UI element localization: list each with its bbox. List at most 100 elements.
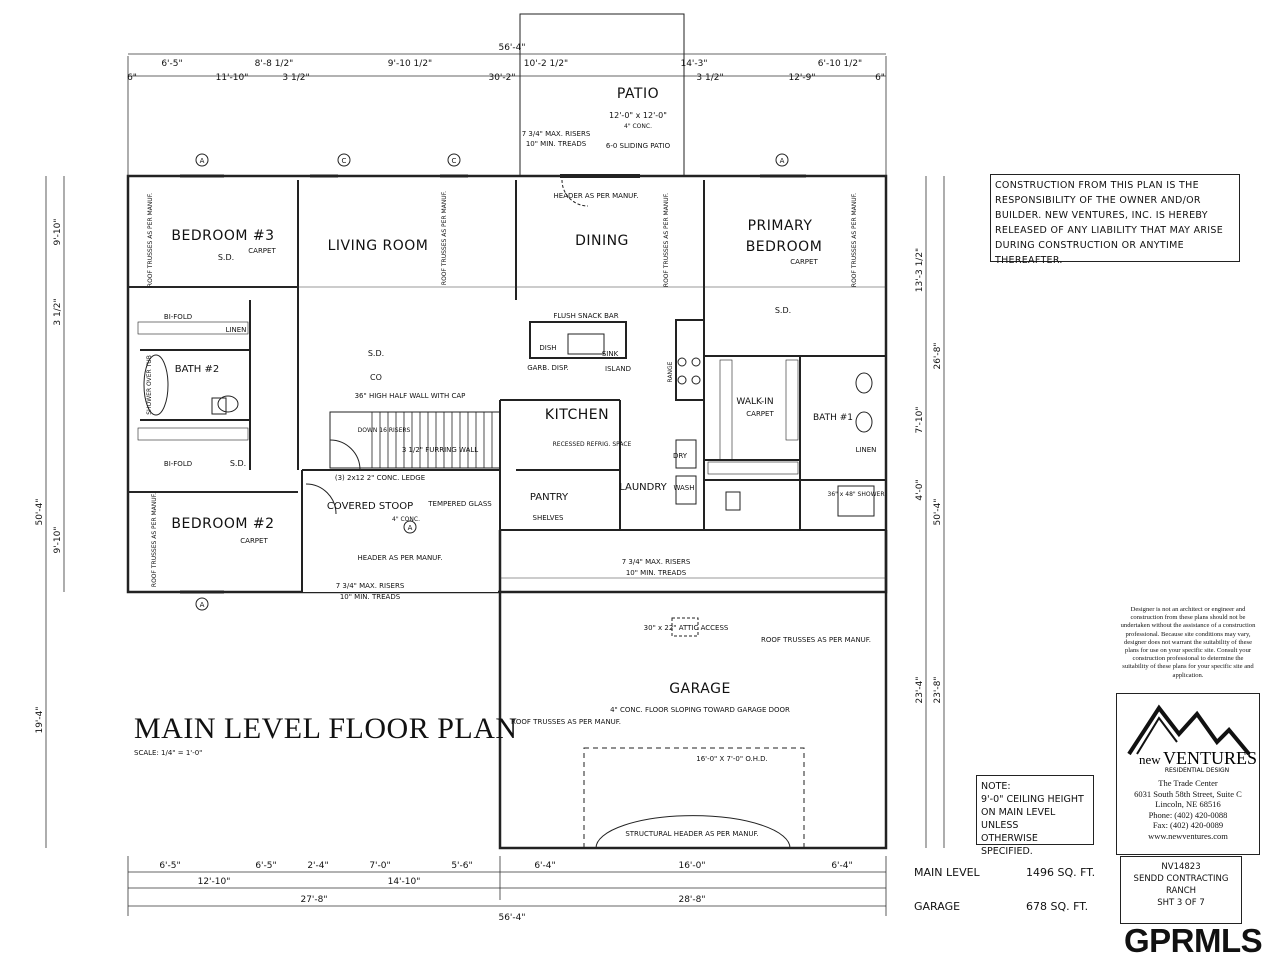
wash-label: WASH bbox=[673, 484, 694, 492]
note-line: OTHERWISE SPECIFIED. bbox=[981, 833, 1038, 857]
dim-bottom2: 14'-10" bbox=[388, 877, 421, 887]
sheet-number: SHT 3 OF 7 bbox=[1157, 898, 1205, 908]
garage-area-value: 678 SQ. FT. bbox=[1026, 900, 1089, 913]
window-tags bbox=[195, 153, 789, 611]
stoop-risers: 7 3/4" MAX. RISERS bbox=[336, 582, 405, 590]
dim-top2: 3 1/2" bbox=[696, 73, 723, 83]
sd-bed2: S.D. bbox=[230, 459, 246, 468]
svg-text:C: C bbox=[452, 157, 457, 165]
dim-bottom: 7'-0" bbox=[369, 861, 390, 871]
closet-rods bbox=[137, 321, 799, 475]
disclaimer-line: RELEASED OF ANY LIABILITY THAT MAY ARISE bbox=[995, 225, 1224, 236]
company-website: www.newventures.com bbox=[1148, 830, 1228, 841]
stoop-label: COVERED STOOP bbox=[327, 501, 413, 512]
truss-label-living: ROOF TRUSSES AS PER MANUF. bbox=[441, 191, 448, 285]
disclaimer-line: CONSTRUCTION FROM THIS PLAN IS THE bbox=[995, 180, 1199, 191]
dim-bottom: 6'-5" bbox=[159, 861, 180, 871]
ledge-label: (3) 2x12 2" CONC. LEDGE bbox=[335, 474, 425, 482]
dry-label: DRY bbox=[673, 452, 688, 460]
primary-label: PRIMARY bbox=[748, 218, 813, 234]
dim-top: 6'-10 1/2" bbox=[818, 59, 862, 69]
plan-scale: SCALE: 1/4" = 1'-0" bbox=[134, 749, 203, 757]
carpet-label-bed2: CARPET bbox=[240, 537, 268, 545]
patio-risers: 7 3/4" MAX. RISERS bbox=[522, 130, 591, 138]
logo-ventures: VENTURES bbox=[1163, 748, 1257, 768]
stoop-header-label: HEADER AS PER MANUF. bbox=[358, 554, 443, 562]
sheet-info: NV14823 SENDD CONTRACTING RANCH SHT 3 OF… bbox=[1120, 856, 1242, 924]
carpet-label-walkin: CARPET bbox=[746, 410, 774, 418]
svg-text:A: A bbox=[200, 601, 205, 609]
truss-label-bed3: ROOF TRUSSES AS PER MANUF. bbox=[147, 193, 154, 287]
dim-bottom3: 27'-8" bbox=[300, 895, 327, 905]
sd-bed3: S.D. bbox=[218, 253, 234, 262]
island-label: ISLAND bbox=[605, 365, 631, 373]
dim-top: 14'-3" bbox=[680, 59, 707, 69]
refrig-label: RECESSED REFRIG. SPACE bbox=[553, 441, 632, 448]
shelves-label: SHELVES bbox=[533, 514, 564, 522]
company-address: The Trade Center bbox=[1158, 778, 1218, 788]
garage-door-swing bbox=[583, 747, 805, 849]
disclaimer-line: BUILDER. NEW VENTURES, INC. IS HEREBY bbox=[995, 210, 1208, 221]
dim-left: 9'-10" bbox=[53, 526, 63, 553]
ohd-label: 16'-0" X 7'-0" O.H.D. bbox=[696, 755, 768, 763]
sliding-patio-label: 6-0 SLIDING PATIO bbox=[606, 142, 671, 150]
bedroom2-label: BEDROOM #2 bbox=[171, 516, 274, 532]
plan-title: MAIN LEVEL FLOOR PLAN bbox=[134, 712, 518, 745]
dim-bottom: 2'-4" bbox=[307, 861, 328, 871]
designer-disclaimer: Designer is not an architect or engineer… bbox=[1116, 604, 1260, 692]
dim-top2: 11'-10" bbox=[216, 73, 249, 83]
living-room-label: LIVING ROOM bbox=[328, 238, 429, 254]
note-line: NOTE: bbox=[981, 781, 1011, 792]
dim-bottom: 6'-4" bbox=[831, 861, 852, 871]
patio-header-label: HEADER AS PER MANUF. bbox=[554, 192, 639, 200]
patio-label: PATIO bbox=[617, 86, 659, 102]
tempered-label: TEMPERED GLASS bbox=[427, 500, 492, 508]
mountain-logo-icon: new VENTURES RESIDENTIAL DESIGN bbox=[1127, 704, 1257, 774]
dim-left: 3 1/2" bbox=[53, 298, 63, 325]
svg-text:A: A bbox=[780, 157, 785, 165]
main-level-area-value: 1496 SQ. FT. bbox=[1026, 866, 1096, 879]
gprmls-watermark: GPRMLS bbox=[1124, 922, 1263, 959]
dim-top2: 30'-2" bbox=[488, 73, 515, 83]
dim-top2: 12'-9" bbox=[788, 73, 815, 83]
dim-right: 13'-3 1/2" bbox=[915, 248, 925, 292]
carpet-label-primary: CARPET bbox=[790, 258, 818, 266]
sd-living: S.D. bbox=[368, 349, 384, 358]
overall-top-dim: 56'-4" bbox=[498, 43, 525, 53]
garage-floor-label: 4" CONC. FLOOR SLOPING TOWARD GARAGE DOO… bbox=[610, 706, 790, 714]
dish-label: DISH bbox=[539, 344, 556, 352]
shower-label: 36" x 48" SHOWER bbox=[828, 491, 885, 498]
house-exterior-wall bbox=[126, 174, 888, 594]
co-label: CO bbox=[370, 373, 382, 382]
carpet-label-bed3: CARPET bbox=[248, 247, 276, 255]
patio-conc: 4" CONC. bbox=[624, 123, 652, 130]
garage-risers: 7 3/4" MAX. RISERS bbox=[622, 558, 691, 566]
garage-label: GARAGE bbox=[669, 681, 731, 697]
kitchen-label: KITCHEN bbox=[545, 407, 609, 423]
dim-right: 4'-0" bbox=[915, 479, 925, 500]
half-wall-label: 36" HIGH HALF WALL WITH CAP bbox=[355, 392, 466, 400]
bath1-label: BATH #1 bbox=[813, 413, 853, 423]
main-level-area-label: MAIN LEVEL bbox=[914, 866, 980, 879]
dim-bottom: 16'-0" bbox=[678, 861, 705, 871]
sheet-client: SENDD CONTRACTING bbox=[1133, 874, 1229, 884]
dim-top2: 6" bbox=[127, 73, 137, 83]
primary-bedroom-label: BEDROOM bbox=[746, 239, 823, 255]
patio-outline bbox=[519, 13, 685, 177]
truss-label-bed2: ROOF TRUSSES AS PER MANUF. bbox=[151, 493, 158, 587]
sink-label: SINK bbox=[602, 350, 619, 358]
dim-top: 6'-5" bbox=[161, 59, 182, 69]
furring-label: 3 1/2" FURRING WALL bbox=[402, 446, 478, 454]
sd-primary: S.D. bbox=[775, 306, 791, 315]
dim-top: 9'-10 1/2" bbox=[388, 59, 432, 69]
garb-label: GARB. DISP. bbox=[527, 364, 569, 372]
stair-treads bbox=[371, 412, 493, 468]
garage-trusses-right: ROOF TRUSSES AS PER MANUF. bbox=[761, 636, 871, 644]
linen-label: LINEN bbox=[226, 326, 247, 334]
svg-text:C: C bbox=[342, 157, 347, 165]
svg-text:A: A bbox=[200, 157, 205, 165]
liability-disclaimer: CONSTRUCTION FROM THIS PLAN IS THE RESPO… bbox=[990, 174, 1240, 266]
sheet-style: RANCH bbox=[1165, 886, 1197, 896]
windows bbox=[180, 174, 806, 594]
